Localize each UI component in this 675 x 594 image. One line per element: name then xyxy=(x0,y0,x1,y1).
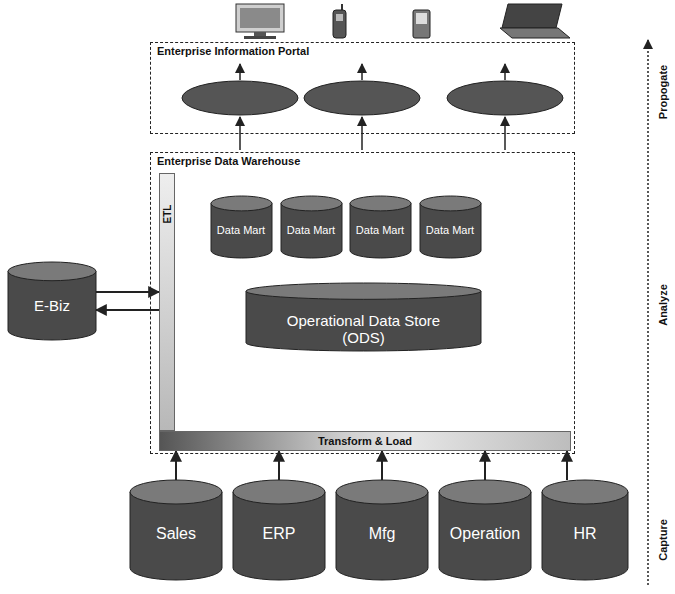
database-cylinder: HR xyxy=(542,480,628,580)
node-label: ETL xyxy=(162,205,173,224)
database-cylinder: Data Mart xyxy=(211,196,272,258)
database-cylinder: Data Mart xyxy=(350,196,411,258)
portal-ellipse xyxy=(447,81,563,115)
region-heading: Enterprise Data Warehouse xyxy=(157,155,300,167)
laptop-icon xyxy=(500,4,570,38)
stage-label: Propogate xyxy=(657,63,669,121)
phone-icon xyxy=(333,4,346,38)
node-label: E-Biz xyxy=(34,297,70,314)
flow-arrow xyxy=(278,451,280,480)
node-label: ERP xyxy=(263,525,296,543)
database-cylinder: E-Biz xyxy=(8,262,96,340)
node-label: Transform & Load xyxy=(318,435,412,447)
node-label: Operation xyxy=(450,525,520,543)
node-label: Data Mart xyxy=(426,224,474,237)
portal-ellipse xyxy=(182,81,298,115)
node-label: Data Mart xyxy=(217,224,265,237)
pda-icon xyxy=(413,10,430,38)
node-label: Data Mart xyxy=(356,224,404,237)
flow-arrow xyxy=(566,451,568,480)
up-arrows xyxy=(240,64,505,150)
monitor-icon xyxy=(236,4,284,39)
stage-label: Analyze xyxy=(657,282,669,328)
flow-arrow xyxy=(484,451,486,480)
etl-bar: ETL xyxy=(159,173,175,431)
database-cylinder: Operational Data Store (ODS) xyxy=(246,283,481,351)
region-heading: Enterprise Information Portal xyxy=(157,45,309,57)
node-label: Mfg xyxy=(369,525,396,543)
stage-label: Capture xyxy=(657,517,669,563)
database-cylinder: Data Mart xyxy=(281,196,342,258)
flow-arrow xyxy=(381,451,383,480)
node-label: Data Mart xyxy=(287,224,335,237)
database-cylinder: ERP xyxy=(233,480,325,580)
flow-arrow xyxy=(175,451,177,480)
transform-bar: Transform & Load xyxy=(159,431,571,451)
portal-ellipse xyxy=(304,81,420,115)
dashed-region: Enterprise Data WarehouseData Mart Data M… xyxy=(150,152,575,454)
database-cylinder: Operation xyxy=(439,480,531,580)
database-cylinder: Data Mart xyxy=(420,196,481,258)
database-cylinder: Sales xyxy=(130,480,222,580)
axis-line xyxy=(647,40,649,585)
node-label: HR xyxy=(573,525,596,543)
dashed-region: Enterprise Information Portal xyxy=(150,42,575,134)
node-label: Operational Data Store (ODS) xyxy=(279,312,449,347)
node-label: Sales xyxy=(156,525,196,543)
database-cylinder: Mfg xyxy=(336,480,428,580)
